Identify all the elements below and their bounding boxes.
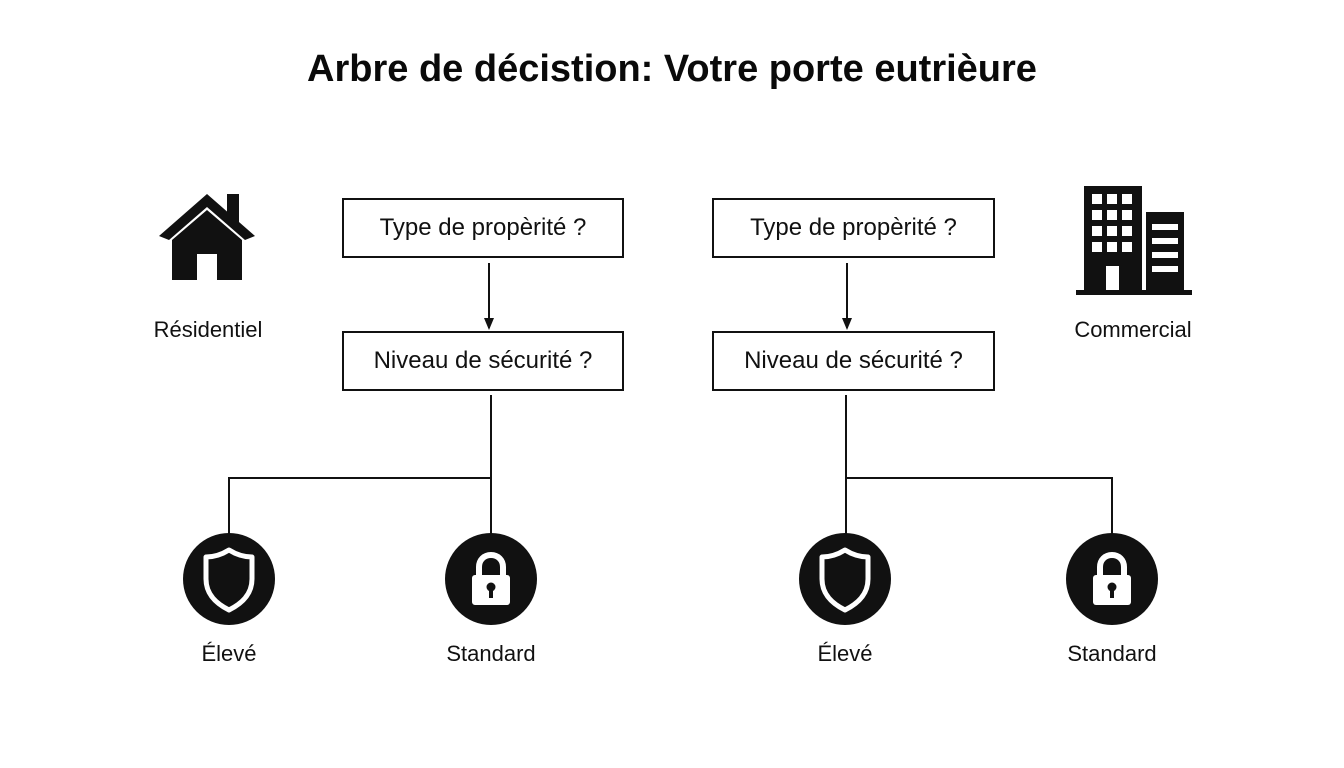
- shield-icon: [799, 533, 891, 630]
- option-label-standard: Standard: [446, 641, 536, 666]
- shield-icon: [183, 533, 275, 630]
- left-question-property-type: Type de propèrité ?: [342, 198, 624, 258]
- left-question-security-level: Niveau de sécurité ?: [342, 331, 624, 391]
- house-icon: [155, 190, 259, 287]
- category-label-residential: Résidentiel: [153, 317, 263, 342]
- padlock-icon: [445, 533, 537, 630]
- left-branch-to-high: [228, 477, 491, 535]
- padlock-icon: [1066, 533, 1158, 630]
- right-question-security-level: Niveau de sécurité ?: [712, 331, 995, 391]
- category-label-commercial: Commercial: [1074, 317, 1192, 342]
- right-question-property-type: Type de propèrité ?: [712, 198, 995, 258]
- office-building-icon: [1076, 184, 1194, 303]
- option-label-standard: Standard: [1067, 641, 1157, 666]
- right-branch-to-standard: [846, 477, 1113, 535]
- diagram-title: Arbre de décistion: Votre porte eutrièur…: [307, 48, 1037, 90]
- option-label-high: Élevé: [201, 641, 257, 666]
- option-label-high: Élevé: [817, 641, 873, 666]
